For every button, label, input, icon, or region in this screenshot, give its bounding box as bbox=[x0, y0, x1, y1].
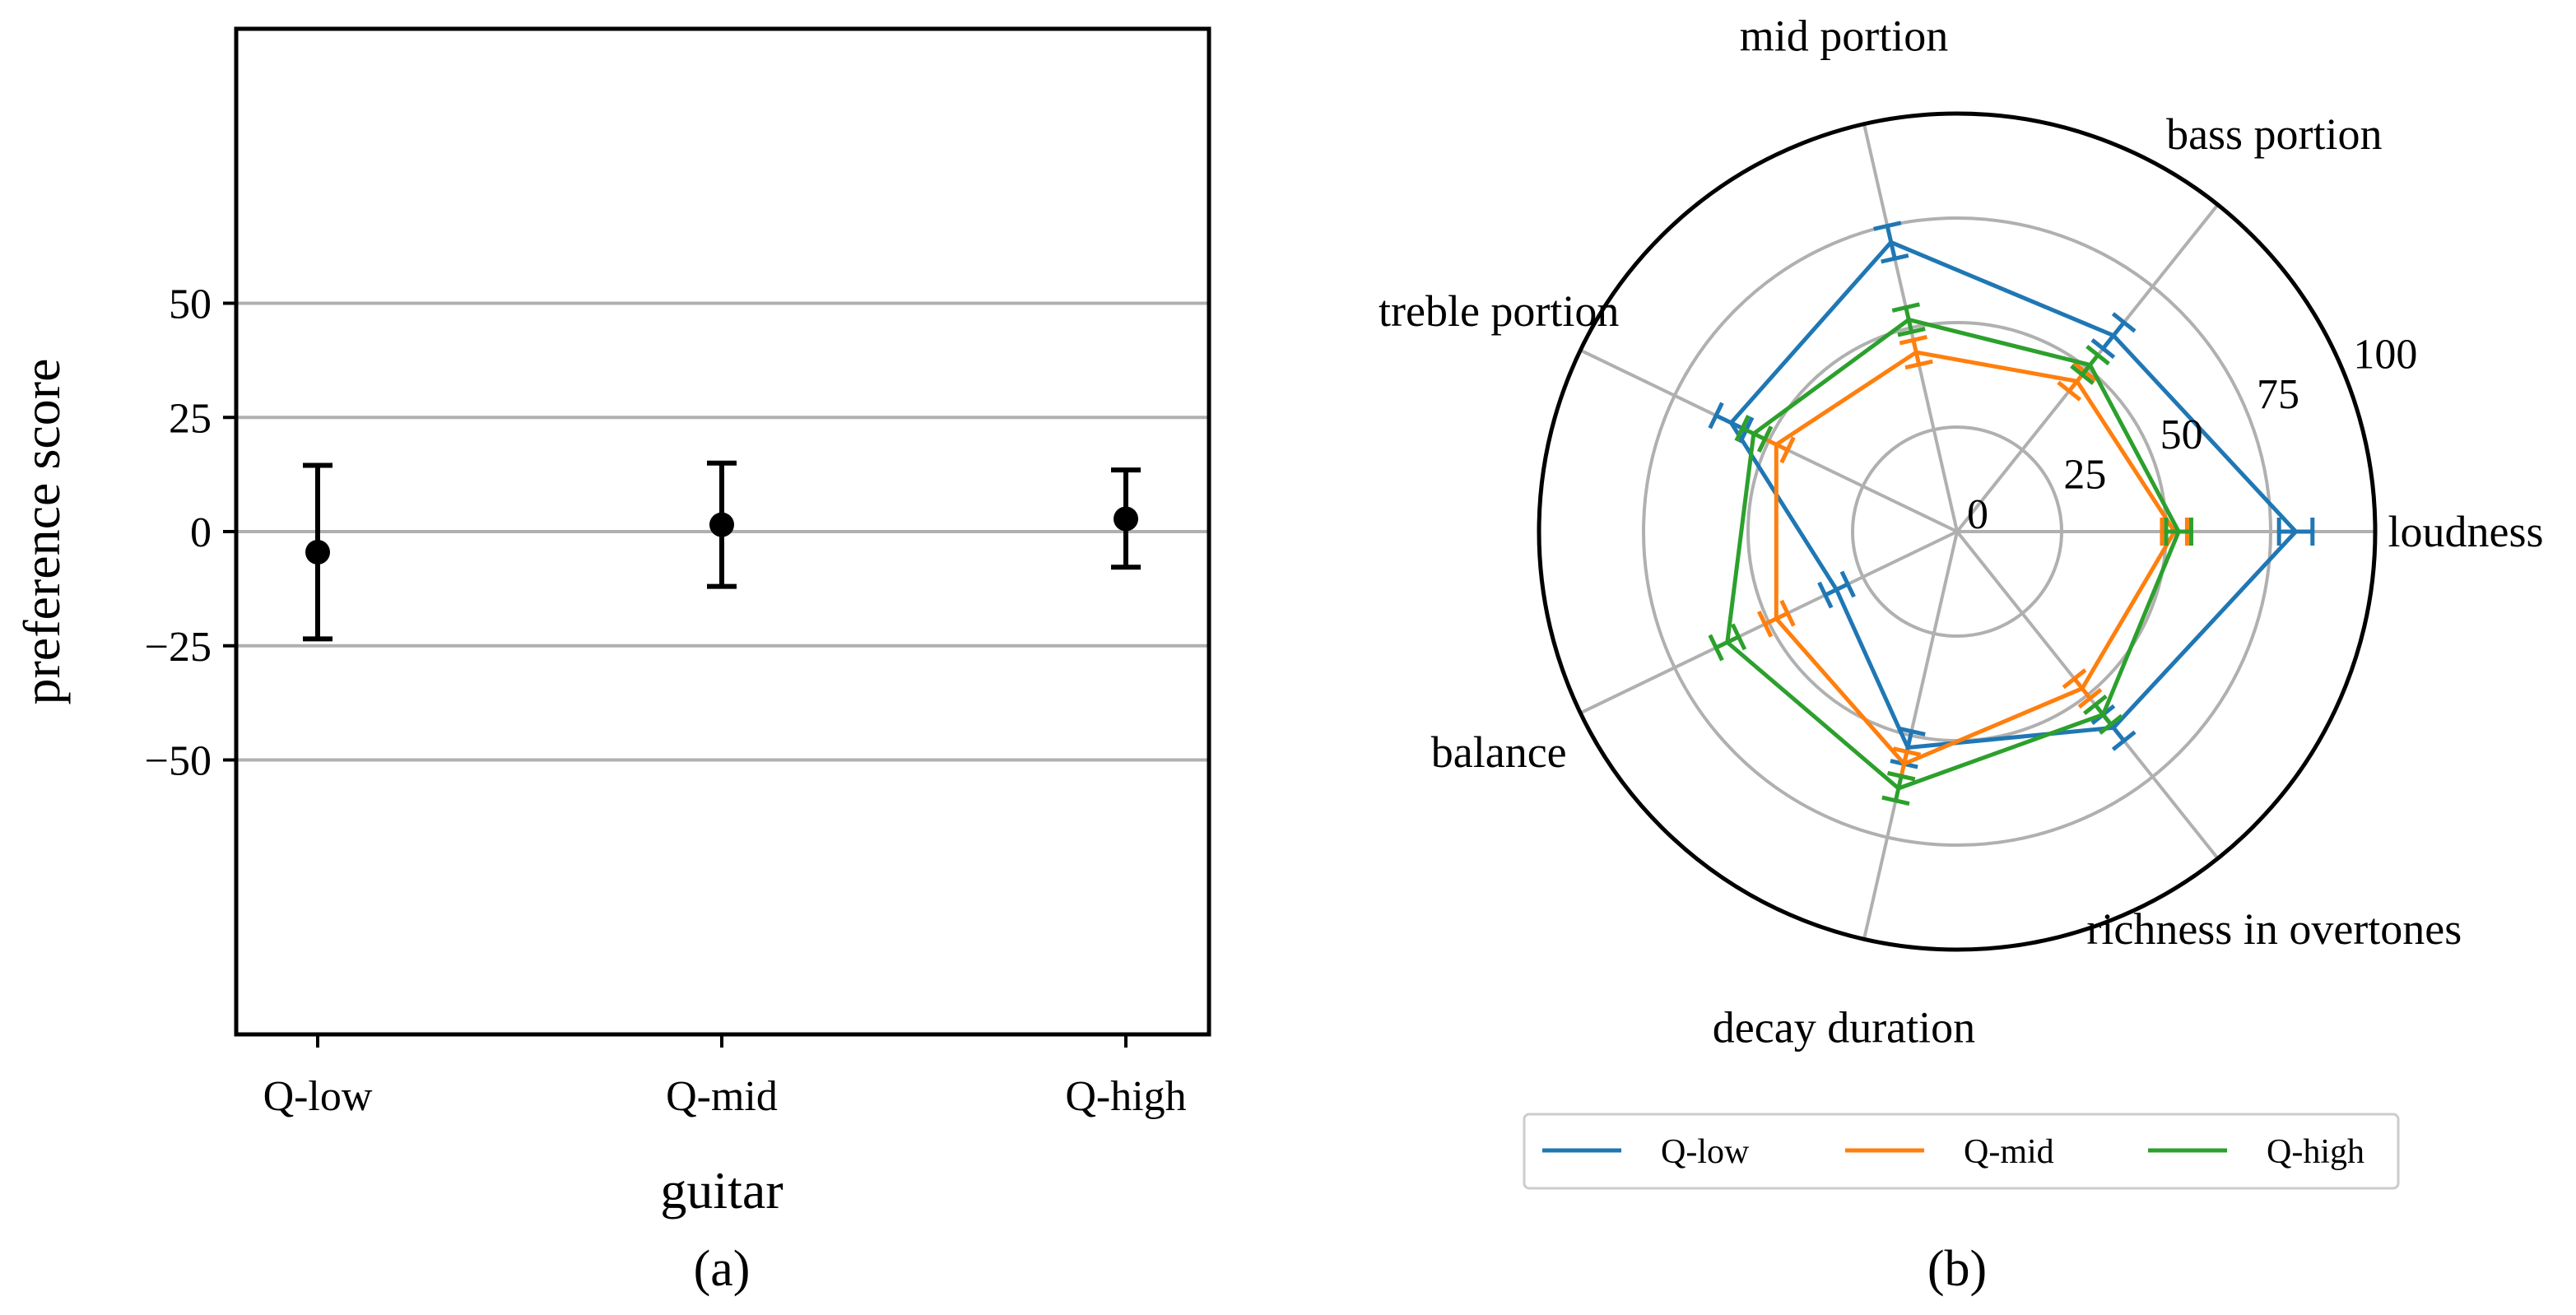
b-series-line bbox=[1728, 239, 2299, 750]
b-error-cap bbox=[1779, 599, 1796, 627]
b-error-cap bbox=[2062, 668, 2087, 690]
b-error-cap bbox=[1839, 570, 1856, 598]
a-y-axis-label: preference score bbox=[12, 359, 71, 705]
b-axis-label: loudness bbox=[2388, 507, 2544, 556]
b-error-cap bbox=[1891, 302, 1920, 313]
b-error-bar bbox=[1741, 426, 1766, 441]
b-error-bar bbox=[1714, 634, 1740, 650]
b-series-line bbox=[1774, 350, 2178, 767]
b-axis-label: mid portion bbox=[1740, 11, 1949, 60]
b-axis-label: richness in overtones bbox=[2086, 904, 2462, 954]
b-radial-grid bbox=[1537, 111, 2378, 952]
b-error-cap bbox=[2111, 312, 2137, 333]
b-error-bar bbox=[2081, 353, 2099, 376]
b-error-bar bbox=[1885, 225, 1897, 259]
b-error-cap bbox=[2099, 713, 2123, 735]
a-y-tick-label: 25 bbox=[169, 395, 212, 442]
b-series-line bbox=[1725, 317, 2181, 791]
b-legend: Q-low Q-mid Q-high bbox=[1523, 1113, 2400, 1190]
a-error-bars bbox=[303, 460, 1141, 642]
a-y-ticks: 50 25 0 −25 −50 bbox=[145, 281, 236, 785]
b-radial-tick-label: 50 bbox=[2160, 411, 2203, 458]
b-error-cap bbox=[1897, 726, 1926, 736]
a-x-tick-label: Q-mid bbox=[666, 1073, 778, 1120]
b-panel-caption: (b) bbox=[1927, 1241, 1987, 1297]
panel-a-error-bar-plot: 50 25 0 −25 −50 Q-low Q-mid Q-high preference … bbox=[12, 26, 1211, 1297]
a-y-tick-label: 50 bbox=[169, 281, 212, 328]
b-error-cap bbox=[1897, 327, 1926, 337]
b-error-cap bbox=[1734, 414, 1751, 442]
b-error-bar bbox=[1899, 750, 1909, 777]
a-x-axis-label: guitar bbox=[660, 1161, 783, 1220]
b-axis-label: balance bbox=[1431, 727, 1567, 777]
b-series-Q-high bbox=[1708, 302, 2193, 806]
a-y-tick-label: −50 bbox=[145, 738, 212, 785]
b-error-bar bbox=[1911, 339, 1922, 365]
b-error-cap bbox=[2070, 364, 2095, 385]
b-radial-tick-label: 100 bbox=[2353, 332, 2417, 379]
b-error-cap bbox=[1892, 746, 1922, 757]
b-error-bar bbox=[2072, 677, 2092, 700]
a-y-tick-label: 0 bbox=[190, 509, 212, 556]
b-error-cap bbox=[2083, 694, 2108, 716]
b-error-cap bbox=[1817, 581, 1834, 609]
b-error-cap bbox=[2111, 730, 2137, 751]
b-radial-tick-labels: 0 25 50 75 100 bbox=[1967, 332, 2417, 538]
b-error-bar bbox=[1904, 307, 1914, 332]
b-error-cap bbox=[1881, 253, 1909, 264]
b-radial-tick-label: 0 bbox=[1967, 491, 1988, 538]
legend-label: Q-high bbox=[2267, 1133, 2364, 1171]
b-error-cap bbox=[2090, 338, 2116, 360]
b-error-bar bbox=[2093, 703, 2113, 726]
legend-label: Q-mid bbox=[1964, 1133, 2054, 1171]
a-panel-caption: (a) bbox=[694, 1241, 751, 1297]
b-error-cap bbox=[2077, 688, 2103, 709]
b-error-cap bbox=[1779, 436, 1796, 464]
b-error-cap bbox=[1887, 770, 1916, 782]
legend-label: Q-low bbox=[1661, 1133, 1750, 1171]
b-error-cap bbox=[1730, 623, 1747, 651]
b-error-bar bbox=[1824, 582, 1849, 597]
b-series bbox=[1708, 221, 2315, 806]
a-mean-point bbox=[709, 512, 734, 537]
b-radial-tick-label: 75 bbox=[2257, 371, 2299, 418]
b-axis-label: treble portion bbox=[1379, 286, 1619, 336]
legend-frame bbox=[1523, 1113, 2400, 1190]
b-axis-label: bass portion bbox=[2166, 109, 2383, 159]
b-error-cap bbox=[1708, 634, 1724, 662]
b-error-cap bbox=[1708, 402, 1724, 430]
b-error-cap bbox=[1899, 335, 1928, 346]
b-error-bar bbox=[1893, 775, 1904, 802]
a-y-tick-label: −25 bbox=[145, 624, 212, 671]
b-error-cap bbox=[2085, 344, 2110, 366]
b-error-cap bbox=[1756, 611, 1774, 638]
a-mean-points bbox=[305, 506, 1138, 565]
b-error-bar bbox=[1764, 437, 1789, 453]
b-radial-tick-label: 25 bbox=[2063, 451, 2106, 498]
a-mean-point bbox=[305, 539, 330, 565]
panel-b-radar-chart: 0 25 50 75 100 loudness bass portion mid porti… bbox=[1379, 11, 2544, 1297]
a-mean-point bbox=[1114, 506, 1138, 532]
a-x-ticks: Q-low Q-mid Q-high bbox=[263, 1034, 1187, 1120]
b-error-bar bbox=[2101, 321, 2126, 351]
b-axis-label: decay duration bbox=[1713, 1003, 1975, 1052]
b-error-cap bbox=[1904, 359, 1933, 370]
b-series-Q-low bbox=[1708, 221, 2315, 769]
b-error-cap bbox=[1873, 221, 1902, 231]
b-outer-frame bbox=[1537, 111, 2378, 952]
b-error-bar bbox=[1764, 611, 1789, 626]
a-x-tick-label: Q-high bbox=[1065, 1073, 1186, 1120]
a-x-tick-label: Q-low bbox=[263, 1073, 373, 1120]
b-error-cap bbox=[1881, 795, 1910, 806]
b-error-cap bbox=[2057, 380, 2082, 402]
b-axis-labels: loudness bass portion mid portion treble po… bbox=[1379, 11, 2544, 1052]
b-error-cap bbox=[1756, 425, 1774, 453]
